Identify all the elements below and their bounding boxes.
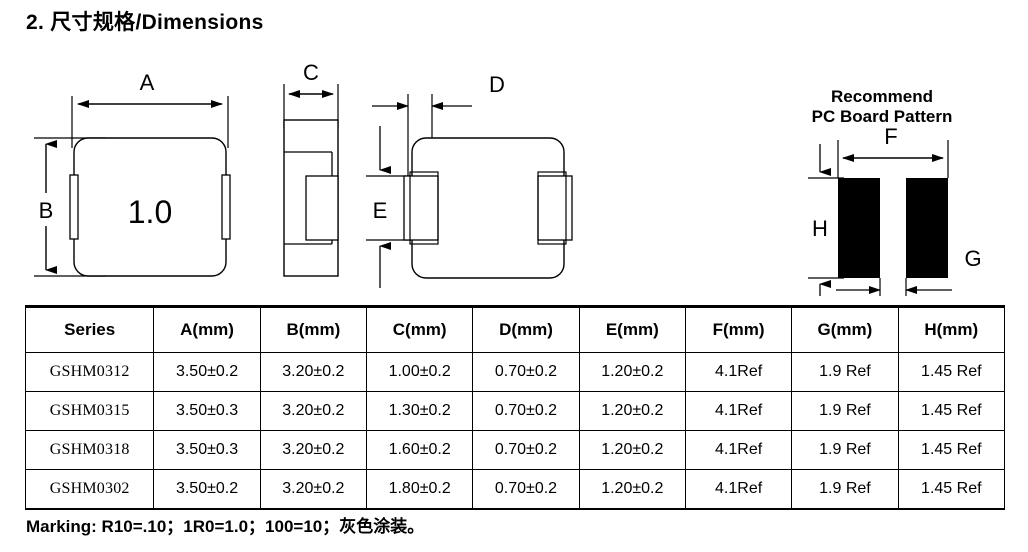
- header-a-mm: A(mm): [153, 305, 261, 353]
- cell-series: GSHM0312: [24, 352, 155, 392]
- dim-label-e: E: [373, 198, 388, 223]
- cell-e: 1.20±0.2: [578, 430, 686, 470]
- cell-c: 1.60±0.2: [366, 430, 474, 470]
- header-series: Series: [24, 305, 155, 353]
- cell-b: 3.20±0.2: [259, 469, 368, 510]
- dim-label-b: B: [39, 198, 54, 223]
- table-row: GSHM0312 3.50±0.2 3.20±0.2 1.00±0.2 0.70…: [24, 352, 1006, 392]
- cell-h: 1.45 Ref: [897, 430, 1006, 470]
- cell-e: 1.20±0.2: [578, 469, 686, 510]
- table-row: GSHM0318 3.50±0.3 3.20±0.2 1.60±0.2 0.70…: [24, 430, 1006, 470]
- dimensions-table-container: Series A(mm) B(mm) C(mm) D(mm) E(mm) F(m…: [24, 305, 1006, 510]
- top-view-terminal-right: [221, 174, 231, 240]
- cell-a: 3.50±0.2: [153, 469, 261, 510]
- dim-label-g: G: [964, 246, 981, 271]
- cell-d: 0.70±0.2: [472, 352, 580, 392]
- table-row: GSHM0315 3.50±0.3 3.20±0.2 1.30±0.2 0.70…: [24, 391, 1006, 431]
- cell-series: GSHM0315: [24, 391, 155, 431]
- pcb-title-line1: Recommend: [831, 87, 933, 106]
- cell-c: 1.80±0.2: [366, 469, 474, 510]
- dim-label-a: A: [140, 70, 155, 95]
- cell-d: 0.70±0.2: [472, 391, 580, 431]
- cell-e: 1.20±0.2: [578, 352, 686, 392]
- cell-a: 3.50±0.3: [153, 391, 261, 431]
- bottom-view-pad-right: [537, 175, 573, 241]
- header-b-mm: B(mm): [259, 305, 368, 353]
- cell-e: 1.20±0.2: [578, 391, 686, 431]
- cell-series: GSHM0318: [24, 430, 155, 470]
- top-view-drawing: A B 1.0: [34, 70, 231, 277]
- cell-g: 1.9 Ref: [791, 391, 899, 431]
- cell-series: GSHM0302: [24, 469, 155, 510]
- cell-c: 1.30±0.2: [366, 391, 474, 431]
- dimensions-table: Series A(mm) B(mm) C(mm) D(mm) E(mm) F(m…: [24, 305, 1006, 510]
- drawings-svg: A B 1.0 C: [34, 60, 982, 296]
- header-g-mm: G(mm): [791, 305, 899, 353]
- header-e-mm: E(mm): [578, 305, 686, 353]
- header-h-mm: H(mm): [897, 305, 1006, 353]
- cell-a: 3.50±0.3: [153, 430, 261, 470]
- dim-label-f: F: [884, 124, 897, 149]
- top-view-marking: 1.0: [128, 194, 172, 230]
- header-c-mm: C(mm): [366, 305, 474, 353]
- cell-h: 1.45 Ref: [897, 469, 1006, 510]
- marking-note: Marking: R10=.10；1R0=1.0；100=10；灰色涂装。: [26, 517, 425, 536]
- cell-a: 3.50±0.2: [153, 352, 261, 392]
- table-row: GSHM0302 3.50±0.2 3.20±0.2 1.80±0.2 0.70…: [24, 469, 1006, 510]
- cell-f: 4.1Ref: [684, 430, 793, 470]
- header-d-mm: D(mm): [472, 305, 580, 353]
- cell-f: 4.1Ref: [684, 391, 793, 431]
- dimension-drawings: A B 1.0 C: [0, 48, 1028, 298]
- pcb-pattern-drawing: Recommend PC Board Pattern F H G: [808, 87, 982, 296]
- cell-d: 0.70±0.2: [472, 430, 580, 470]
- side-view-terminal: [305, 175, 339, 241]
- pcb-pad-left: [838, 178, 880, 278]
- cell-b: 3.20±0.2: [259, 430, 368, 470]
- cell-h: 1.45 Ref: [897, 352, 1006, 392]
- page-title: 2. 尺寸规格/Dimensions: [26, 11, 264, 34]
- cell-h: 1.45 Ref: [897, 391, 1006, 431]
- bottom-view-pad-left: [403, 175, 439, 241]
- cell-b: 3.20±0.2: [259, 352, 368, 392]
- dim-label-d: D: [489, 72, 505, 97]
- pcb-title-line2: PC Board Pattern: [812, 107, 953, 126]
- dim-label-h: H: [812, 216, 828, 241]
- cell-g: 1.9 Ref: [791, 469, 899, 510]
- cell-g: 1.9 Ref: [791, 430, 899, 470]
- top-view-terminal-left: [69, 174, 79, 240]
- cell-f: 4.1Ref: [684, 352, 793, 392]
- pcb-pad-right: [906, 178, 948, 278]
- bottom-view-drawing: D E: [366, 72, 573, 288]
- cell-f: 4.1Ref: [684, 469, 793, 510]
- dim-label-c: C: [303, 60, 319, 85]
- cell-c: 1.00±0.2: [366, 352, 474, 392]
- cell-b: 3.20±0.2: [259, 391, 368, 431]
- cell-d: 0.70±0.2: [472, 469, 580, 510]
- side-view-drawing: C: [283, 60, 339, 277]
- table-header-row: Series A(mm) B(mm) C(mm) D(mm) E(mm) F(m…: [24, 305, 1006, 353]
- cell-g: 1.9 Ref: [791, 352, 899, 392]
- header-f-mm: F(mm): [684, 305, 793, 353]
